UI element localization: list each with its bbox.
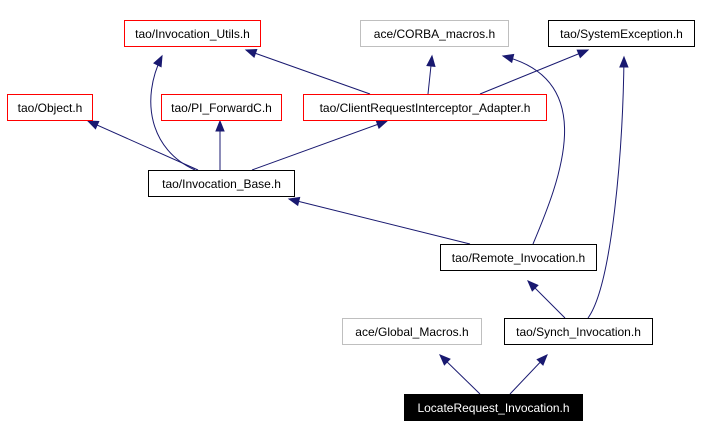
edge-synch_invocation-to-system_exception [587,56,625,319]
arrowhead-remote_invocation-to-invocation_base [287,196,301,207]
node-box-invocation_utils [124,20,261,47]
arrowhead-client_request_interceptor_adapter-to-corba_macros [426,54,436,67]
arrowhead-synch_invocation-to-system_exception [619,55,629,68]
node-label-global_macros: ace/Global_Macros.h [355,325,468,339]
node-label-corba_macros: ace/CORBA_macros.h [374,27,495,41]
node-box-locate_request_invocation [404,394,583,421]
node-label-synch_invocation: tao/Synch_Invocation.h [516,325,641,339]
node-system_exception[interactable]: tao/SystemException.h [548,20,695,47]
arrowhead-invocation_base-to-pi_forwardc [215,119,225,132]
node-label-invocation_base: tao/Invocation_Base.h [162,177,281,191]
arrowhead-locate_request_invocation-to-global_macros [439,354,451,366]
arrowhead-remote_invocation-to-corba_macros [501,53,515,64]
node-pi_forwardc[interactable]: tao/PI_ForwardC.h [161,94,282,121]
node-invocation_base[interactable]: tao/Invocation_Base.h [148,170,295,197]
arrowhead-invocation_base-to-invocation_utils [153,54,163,68]
node-label-remote_invocation: tao/Remote_Invocation.h [452,251,585,265]
arrowhead-client_request_interceptor_adapter-to-invocation_utils [244,49,258,58]
node-invocation_utils[interactable]: tao/Invocation_Utils.h [124,20,261,47]
node-box-client_request_interceptor_adapter [303,94,547,121]
nodes-layer: tao/Invocation_Utils.h ace/CORBA_macros.h… [7,20,695,421]
node-global_macros[interactable]: ace/Global_Macros.h [342,318,482,345]
node-locate_request_invocation[interactable]: LocateRequest_Invocation.h [404,394,583,421]
edge-remote_invocation-to-invocation_base [288,198,471,245]
node-client_request_interceptor_adapter[interactable]: tao/ClientRequestInterceptor_Adapter.h [303,94,547,121]
arrowhead-client_request_interceptor_adapter-to-system_exception [576,49,590,59]
arrowhead-locate_request_invocation-to-synch_invocation [536,354,548,366]
edge-invocation_base-to-invocation_utils [150,55,196,171]
node-remote_invocation[interactable]: tao/Remote_Invocation.h [440,244,597,271]
arrowhead-synch_invocation-to-remote_invocation [527,280,539,292]
node-box-pi_forwardc [161,94,282,121]
arrowhead-invocation_base-to-object [86,120,100,130]
edge-remote_invocation-to-corba_macros [502,55,566,245]
edge-client_request_interceptor_adapter-to-invocation_utils [245,49,371,95]
node-corba_macros[interactable]: ace/CORBA_macros.h [360,20,509,47]
node-box-remote_invocation [440,244,597,271]
node-box-global_macros [342,318,482,345]
node-label-system_exception: tao/SystemException.h [560,27,683,41]
node-label-pi_forwardc: tao/PI_ForwardC.h [171,101,272,115]
node-box-corba_macros [360,20,509,47]
arrowhead-invocation_base-to-client_request_interceptor_adapter [375,120,389,130]
node-box-object [7,94,93,121]
node-label-invocation_utils: tao/Invocation_Utils.h [135,27,250,41]
node-synch_invocation[interactable]: tao/Synch_Invocation.h [504,318,653,345]
node-object[interactable]: tao/Object.h [7,94,93,121]
node-box-invocation_base [148,170,295,197]
node-box-system_exception [548,20,695,47]
edges-layer [86,49,629,395]
edge-invocation_base-to-client_request_interceptor_adapter [251,120,388,171]
node-box-synch_invocation [504,318,653,345]
node-label-client_request_interceptor_adapter: tao/ClientRequestInterceptor_Adapter.h [320,101,531,115]
node-label-object: tao/Object.h [18,101,83,115]
edge-client_request_interceptor_adapter-to-system_exception [479,49,589,95]
node-label-locate_request_invocation: LocateRequest_Invocation.h [417,401,569,415]
